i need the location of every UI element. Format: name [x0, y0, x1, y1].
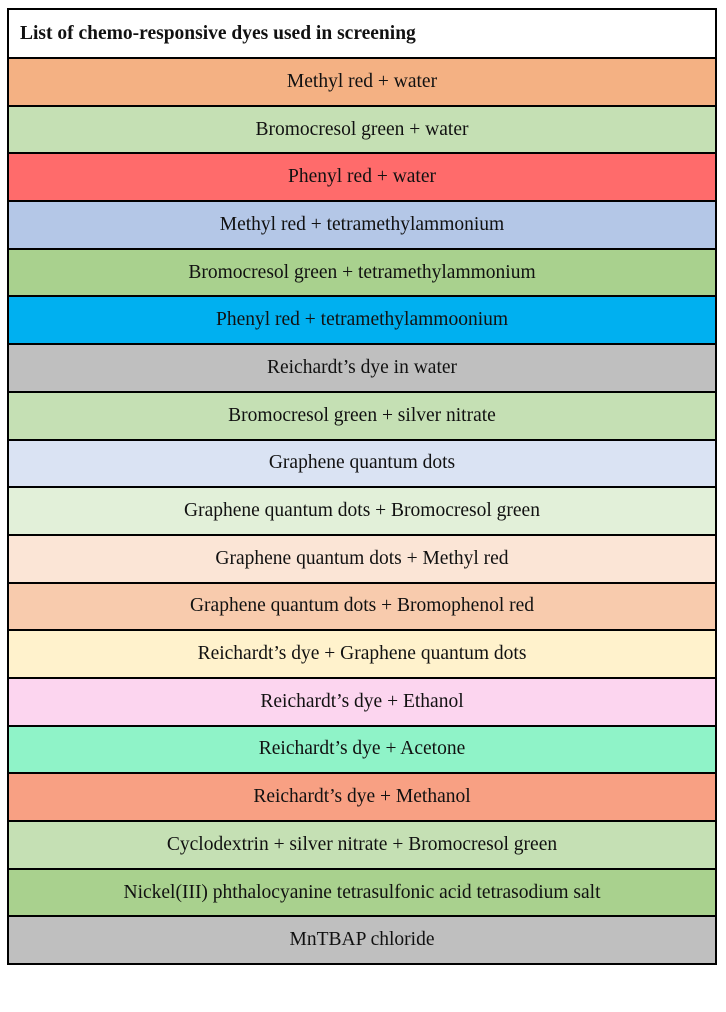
- table-row: Nickel(III) phthalocyanine tetrasulfonic…: [7, 867, 717, 918]
- table-row: Methyl red + tetramethylammonium: [7, 200, 717, 250]
- dye-entry-cell: Nickel(III) phthalocyanine tetrasulfonic…: [7, 867, 717, 918]
- table-row: Reichardt’s dye + Methanol: [7, 772, 717, 822]
- table-row: Graphene quantum dots: [7, 438, 717, 489]
- dye-entry-cell: Reichardt’s dye in water: [7, 343, 717, 393]
- table-row: Reichardt’s dye + Graphene quantum dots: [7, 629, 717, 679]
- dye-list-table: List of chemo-responsive dyes used in sc…: [7, 8, 717, 966]
- dye-entry-cell: Graphene quantum dots: [7, 438, 717, 489]
- table-header-row: List of chemo-responsive dyes used in sc…: [7, 8, 717, 59]
- table-title: List of chemo-responsive dyes used in sc…: [7, 8, 717, 59]
- dye-entry-cell: Methyl red + tetramethylammonium: [7, 200, 717, 250]
- table-row: Graphene quantum dots + Methyl red: [7, 533, 717, 584]
- table-row: Bromocresol green + silver nitrate: [7, 390, 717, 441]
- table-row: Bromocresol green + water: [7, 104, 717, 155]
- table-row: Graphene quantum dots + Bromophenol red: [7, 581, 717, 632]
- table-row: Reichardt’s dye in water: [7, 343, 717, 393]
- dye-entry-cell: Bromocresol green + water: [7, 104, 717, 155]
- table-row: Phenyl red + tetramethylammoonium: [7, 295, 717, 346]
- table-row: Methyl red + water: [7, 57, 717, 107]
- dye-entry-cell: Phenyl red + water: [7, 152, 717, 203]
- dye-entry-cell: Cyclodextrin + silver nitrate + Bromocre…: [7, 820, 717, 870]
- table-row: MnTBAP chloride: [7, 915, 717, 966]
- table-row: Reichardt’s dye + Acetone: [7, 724, 717, 775]
- dye-entry-cell: Methyl red + water: [7, 57, 717, 107]
- dye-entry-cell: Phenyl red + tetramethylammoonium: [7, 295, 717, 346]
- table-row: Bromocresol green + tetramethylammonium: [7, 247, 717, 298]
- table-row: Reichardt’s dye + Ethanol: [7, 676, 717, 727]
- dye-entry-cell: Bromocresol green + silver nitrate: [7, 390, 717, 441]
- table-row: Phenyl red + water: [7, 152, 717, 203]
- dye-entry-cell: Reichardt’s dye + Methanol: [7, 772, 717, 822]
- dye-entry-cell: Graphene quantum dots + Methyl red: [7, 533, 717, 584]
- table-row: Cyclodextrin + silver nitrate + Bromocre…: [7, 820, 717, 870]
- dye-entry-cell: Graphene quantum dots + Bromophenol red: [7, 581, 717, 632]
- table-row: Graphene quantum dots + Bromocresol gree…: [7, 486, 717, 536]
- dye-entry-cell: Reichardt’s dye + Graphene quantum dots: [7, 629, 717, 679]
- dye-entry-cell: Reichardt’s dye + Ethanol: [7, 676, 717, 727]
- dye-entry-cell: Reichardt’s dye + Acetone: [7, 724, 717, 775]
- dye-entry-cell: MnTBAP chloride: [7, 915, 717, 966]
- dye-entry-cell: Graphene quantum dots + Bromocresol gree…: [7, 486, 717, 536]
- dye-entry-cell: Bromocresol green + tetramethylammonium: [7, 247, 717, 298]
